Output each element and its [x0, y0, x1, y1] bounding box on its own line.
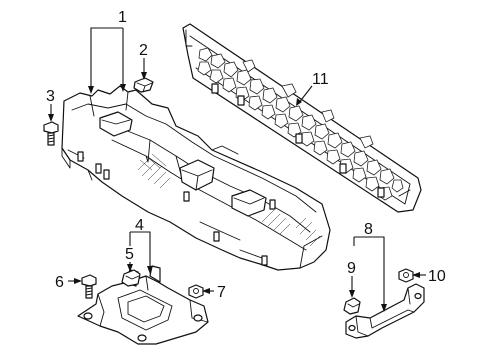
part-4-bracket [77, 265, 209, 345]
part-10-nut [398, 268, 414, 283]
part-7-nut [188, 284, 204, 299]
callout-labels: 1 2 3 4 5 6 7 8 9 10 11 [46, 9, 446, 301]
part-6-bolt [81, 274, 97, 299]
part-5-clip-nut [121, 269, 141, 287]
part-2-clip-nut [133, 77, 154, 93]
floor-hatching [137, 153, 321, 247]
part-1-floor-panel [61, 85, 331, 271]
part-9-clip-nut [343, 297, 361, 315]
part-8-rear-bracket [345, 283, 425, 339]
part-11-rear-panel [182, 23, 422, 213]
callout-8: 8 [364, 221, 373, 238]
callout-4: 4 [135, 217, 144, 234]
callout-5: 5 [125, 246, 134, 263]
callout-3: 3 [46, 88, 55, 105]
callout-6: 6 [55, 274, 64, 291]
part-3-bolt [43, 121, 59, 146]
callout-2: 2 [139, 42, 148, 59]
honeycomb-grid [197, 47, 404, 201]
callout-7: 7 [217, 284, 226, 301]
callout-9: 9 [347, 260, 356, 277]
callout-1: 1 [118, 9, 127, 26]
leader-lines [48, 27, 426, 312]
callout-11: 11 [312, 71, 329, 88]
callout-10: 10 [428, 268, 446, 285]
